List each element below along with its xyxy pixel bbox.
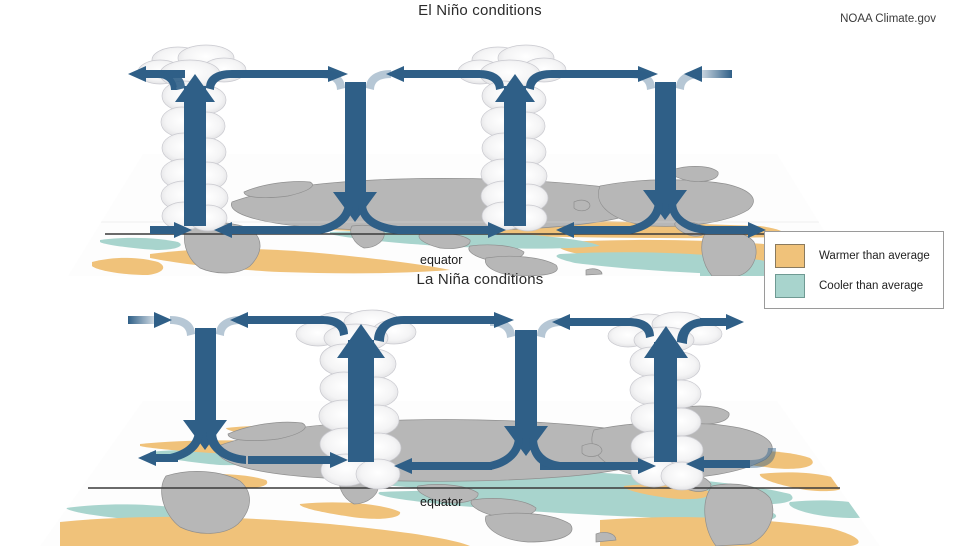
rising-branch-east: [495, 74, 535, 226]
legend-label-warmer: Warmer than average: [819, 250, 930, 262]
noaa-credit: NOAA Climate.gov: [840, 13, 936, 25]
panel-lanina: equator: [0, 296, 960, 546]
surface-flow-west-outflow: [150, 222, 192, 238]
outflow-west-left: [128, 66, 185, 90]
rising-branch-west: [175, 74, 215, 226]
upper-flow-east-to-center: [386, 66, 504, 90]
rising-branch-center: [337, 324, 385, 462]
legend-label-cooler: Cooler than average: [819, 280, 924, 292]
sinking-branch-far-east: [630, 70, 701, 220]
surface-flow-center-to-east: [358, 204, 506, 238]
surface-flow-center-to-west: [214, 202, 353, 238]
rising-branch-far-east: [644, 326, 688, 462]
elnino-diagram: equator: [68, 44, 852, 276]
legend-item-cooler: Cooler than average: [775, 271, 933, 301]
lanina-diagram: equator: [40, 309, 880, 546]
upper-flow-far-east-to-east: [552, 314, 654, 338]
sinking-branch-center: [320, 70, 391, 222]
surface-flow-far-east-outflow: [668, 202, 766, 238]
panel-title-elnino: El Niño conditions: [418, 2, 542, 19]
circulation-arrows-elnino: [128, 66, 766, 238]
equator-label-elnino: equator: [420, 253, 462, 267]
surface-flow-east-to-far-east: [529, 438, 656, 474]
legend-item-warmer: Warmer than average: [775, 241, 933, 271]
world-map-lanina: [40, 401, 880, 546]
far-east-upper-outflow: [677, 314, 744, 344]
panel-elnino: equator: [0, 26, 960, 276]
far-west-upper-inflow: [128, 312, 172, 328]
panel-title-lanina: La Niña conditions: [416, 271, 544, 288]
surface-flow-far-east-inflow: [686, 448, 776, 472]
far-east-upper-inflow: [684, 66, 732, 82]
legend-swatch-cooler: [775, 274, 805, 298]
upper-flow-center-to-west: [230, 312, 348, 336]
upper-flow-east-to-far-east: [526, 66, 658, 90]
surface-flow-east-to-center: [394, 436, 523, 474]
circulation-arrows-lanina: [128, 312, 776, 474]
upper-flow-center-to-east: [374, 312, 514, 342]
upper-flow-west-to-center: [206, 66, 348, 90]
surface-flow-far-east-to-east: [556, 200, 663, 238]
legend: Warmer than average Cooler than average: [764, 231, 944, 309]
equator-label-lanina: equator: [420, 495, 462, 509]
surface-flow-west-to-center: [206, 432, 348, 468]
sinking-branch-east: [490, 318, 562, 456]
legend-swatch-warmer: [775, 244, 805, 268]
surface-flow-west-outflow: [138, 430, 203, 466]
